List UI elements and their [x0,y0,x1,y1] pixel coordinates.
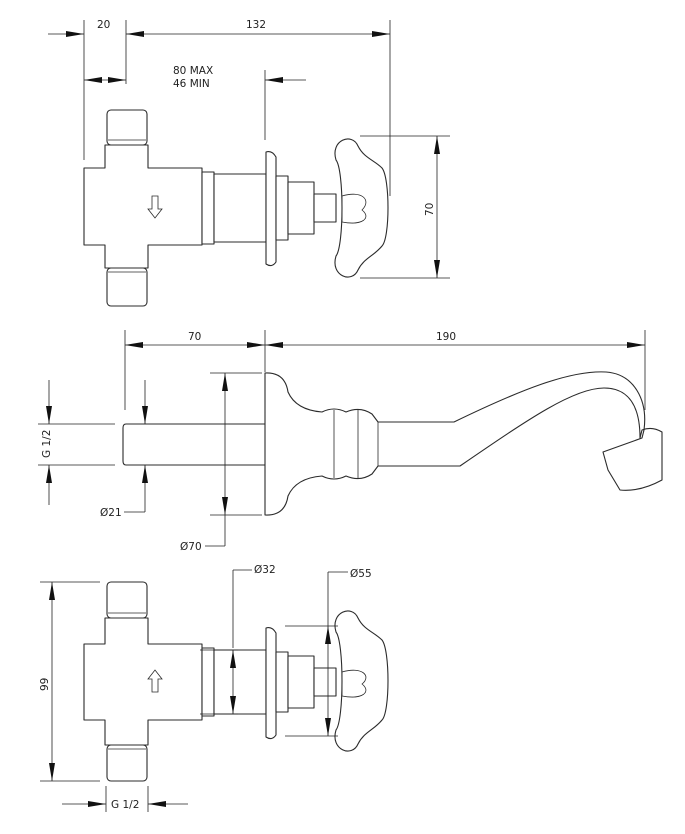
flow-arrow-up-icon [147,669,163,693]
dim-label-depth-max: 80 MAX [173,65,213,77]
dim-label-valve-height: 99 [39,678,51,691]
valve-body-bottom [83,581,267,782]
top-view: 20 132 80 MAX 46 MIN 70 [48,19,450,307]
side-view: 70 190 G 1/2 Ø21 Ø70 [38,330,663,553]
dim-label-overall: 132 [246,19,266,31]
bottom-view: Ø32 Ø55 99 G 1/2 [39,564,389,812]
dim-label-rosette-diameter: Ø70 [180,541,202,553]
cross-handle-top [334,138,389,278]
wall-pipe [122,423,266,466]
dimension-lines-side [38,330,646,547]
dimension-lines-bottom [40,569,348,812]
rosette-top [265,151,337,267]
dim-label-handle-height: 70 [424,203,436,216]
valve-body-top [83,109,267,307]
dim-label-pipe-diameter: Ø21 [100,507,122,519]
dimension-lines-top [48,20,450,279]
dim-label-inlet-thread: G 1/2 [111,799,139,811]
dim-label-thread: G 1/2 [41,430,53,458]
dim-label-spout-length: 190 [436,331,456,343]
flow-arrow-down-icon [147,195,163,219]
dim-label-spindle-diameter: Ø32 [254,564,276,576]
spout-side [264,371,663,516]
dim-label-wall-offset: 70 [188,331,201,343]
rosette-bottom [265,627,337,740]
cross-handle-bottom [334,610,389,752]
dim-label-depth-min: 46 MIN [173,78,210,90]
dim-label-handle-diameter: Ø55 [350,568,372,580]
dim-label-flange: 20 [97,19,110,31]
